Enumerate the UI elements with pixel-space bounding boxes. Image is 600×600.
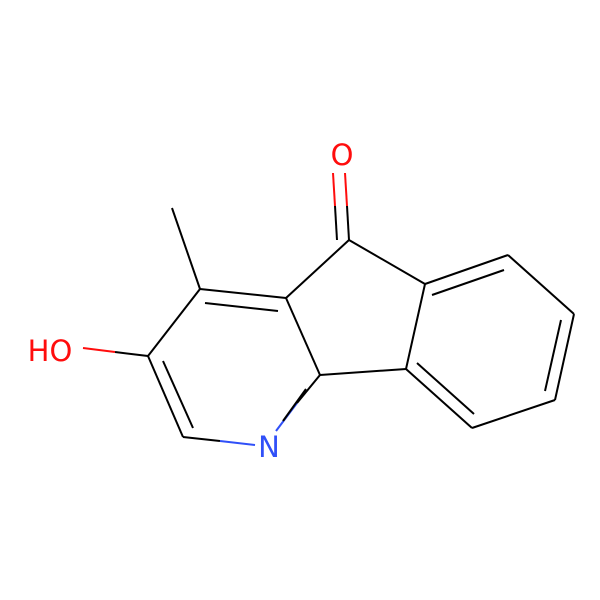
bond-c3-c2-inner [162,360,194,429]
atom-label-o-carbonyl: O [331,138,354,172]
bond-c2-n-blue [219,440,256,446]
bond-c5a-c6-inner [431,269,505,296]
bond-c6-c7 [507,254,575,315]
atom-label-hydroxyl: HO [28,334,73,368]
bond-c9a-c9b [319,368,407,376]
bond-c9-c9a-inner [416,362,475,415]
bond-c4-c3 [147,288,201,357]
bond-c2-n-black [182,436,221,442]
bond-c3-oh-black [114,351,149,357]
bond-c8-c9 [471,399,556,429]
bond-c7-c8 [554,313,575,401]
bond-n-c9b-black [296,374,321,404]
bond-c5a-c6 [424,254,509,285]
bond-c7-c8-inner [544,319,562,392]
bonds [82,172,575,446]
bond-c3-oh-red [82,347,116,353]
bond-c3-c2 [147,355,184,438]
bond-c5-o-black-2 [334,205,338,241]
bond-c5-c5a [348,239,426,285]
bond-c4-c4a-inner [204,302,279,312]
bond-c4a-c5 [285,239,350,299]
bond-c9-c9a [405,368,473,429]
bond-c5-o-red-2 [332,172,336,207]
bond-n-c9b-inner [282,388,307,422]
bond-c5-o-black [346,205,350,241]
bond-c9b-c4a [285,297,321,376]
atom-labels: O HO N [28,138,354,464]
bond-methyl [171,207,201,290]
bond-c5a-c9a [405,283,426,370]
bond-c4-c4a [199,288,287,299]
bond-c5-o-red [344,172,348,207]
atom-label-nitrogen: N [258,430,280,464]
